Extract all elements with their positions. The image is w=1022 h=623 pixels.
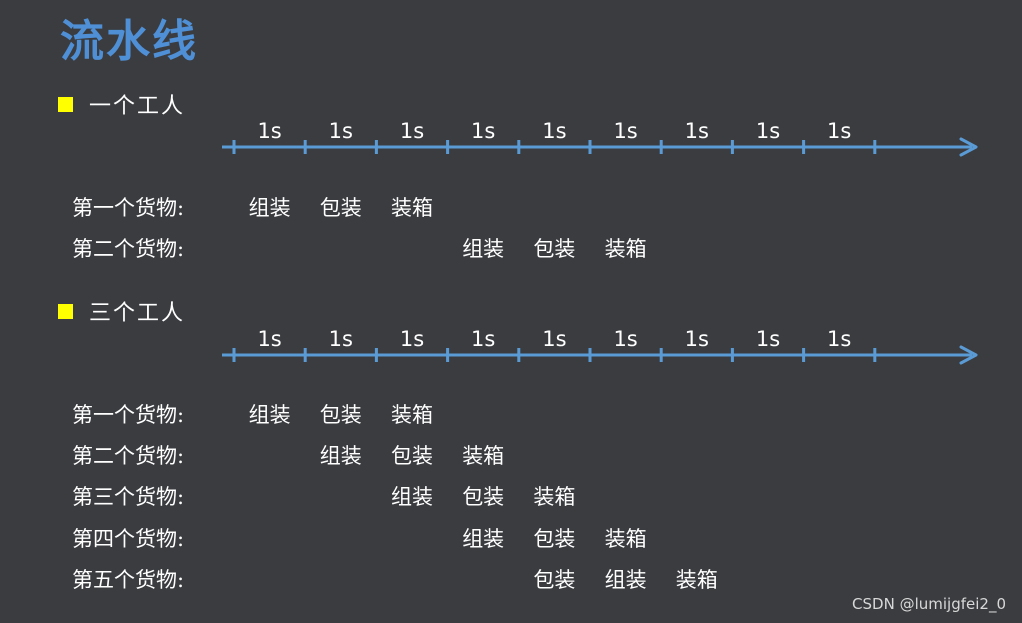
timeline-axis-one-worker: 1s 1s 1s 1s 1s 1s 1s 1s 1s: [222, 119, 978, 157]
process-step: 装箱: [604, 237, 647, 261]
interval-label: 1s: [257, 327, 281, 351]
interval-label: 1s: [329, 119, 353, 143]
watermark: CSDN @lumijgfei2_0: [852, 595, 1006, 613]
interval-label: 1s: [471, 119, 495, 143]
goods-row: 第四个货物: 组装 包装 装箱: [0, 524, 1022, 554]
interval-label: 1s: [542, 119, 566, 143]
interval-label: 1s: [329, 327, 353, 351]
page-title: 流水线: [60, 16, 198, 67]
arrow-head-icon: [959, 137, 978, 157]
goods-row: 第五个货物: 包装 组装 装箱: [0, 565, 1022, 595]
process-step: 组装: [248, 403, 291, 427]
interval-label: 1s: [685, 327, 709, 351]
interval-label: 1s: [827, 119, 851, 143]
process-step: 包装: [533, 568, 576, 592]
process-step: 包装: [462, 485, 505, 509]
goods-label: 第四个货物:: [72, 527, 185, 551]
interval-label: 1s: [257, 119, 281, 143]
goods-row: 第二个货物: 组装 包装 装箱: [0, 441, 1022, 471]
interval-label: 1s: [756, 327, 780, 351]
process-step: 组装: [462, 527, 505, 551]
goods-label: 第一个货物:: [72, 403, 185, 427]
interval-label: 1s: [400, 119, 424, 143]
process-step: 包装: [319, 403, 362, 427]
interval-label: 1s: [827, 327, 851, 351]
process-step: 包装: [319, 196, 362, 220]
goods-row: 第三个货物: 组装 包装 装箱: [0, 482, 1022, 512]
section-heading-label: 三个工人: [89, 301, 186, 326]
process-step: 包装: [533, 237, 576, 261]
goods-label: 第一个货物:: [72, 196, 185, 220]
goods-label: 第五个货物:: [72, 568, 185, 592]
section-heading-one-worker: 一个工人: [58, 91, 186, 119]
section-heading-label: 一个工人: [89, 94, 186, 119]
interval-label: 1s: [613, 119, 637, 143]
goods-label: 第三个货物:: [72, 485, 185, 509]
process-step: 组装: [319, 444, 362, 468]
process-step: 包装: [533, 527, 576, 551]
goods-row: 第二个货物: 组装 包装 装箱: [0, 234, 1022, 264]
process-step: 装箱: [675, 568, 718, 592]
interval-label: 1s: [613, 327, 637, 351]
process-step: 装箱: [533, 485, 576, 509]
process-step: 组装: [248, 196, 291, 220]
process-step: 组装: [604, 568, 647, 592]
process-step: 装箱: [462, 444, 505, 468]
process-step: 装箱: [604, 527, 647, 551]
process-step: 组装: [462, 237, 505, 261]
interval-label: 1s: [471, 327, 495, 351]
goods-row: 第一个货物: 组装 包装 装箱: [0, 400, 1022, 430]
square-bullet-icon: [58, 96, 73, 112]
process-step: 装箱: [391, 196, 433, 220]
process-step: 装箱: [391, 403, 433, 427]
timeline-axis-three-workers: 1s 1s 1s 1s 1s 1s 1s 1s 1s: [222, 327, 978, 365]
interval-label: 1s: [542, 327, 566, 351]
goods-label: 第二个货物:: [72, 444, 185, 468]
goods-label: 第二个货物:: [72, 237, 185, 261]
interval-label: 1s: [756, 119, 780, 143]
interval-label: 1s: [400, 327, 424, 351]
square-bullet-icon: [58, 303, 73, 319]
process-step: 组装: [391, 485, 433, 509]
arrow-head-icon: [959, 345, 978, 365]
interval-label: 1s: [685, 119, 709, 143]
goods-row: 第一个货物: 组装 包装 装箱: [0, 193, 1022, 223]
process-step: 包装: [391, 444, 433, 468]
section-heading-three-workers: 三个工人: [58, 298, 186, 326]
